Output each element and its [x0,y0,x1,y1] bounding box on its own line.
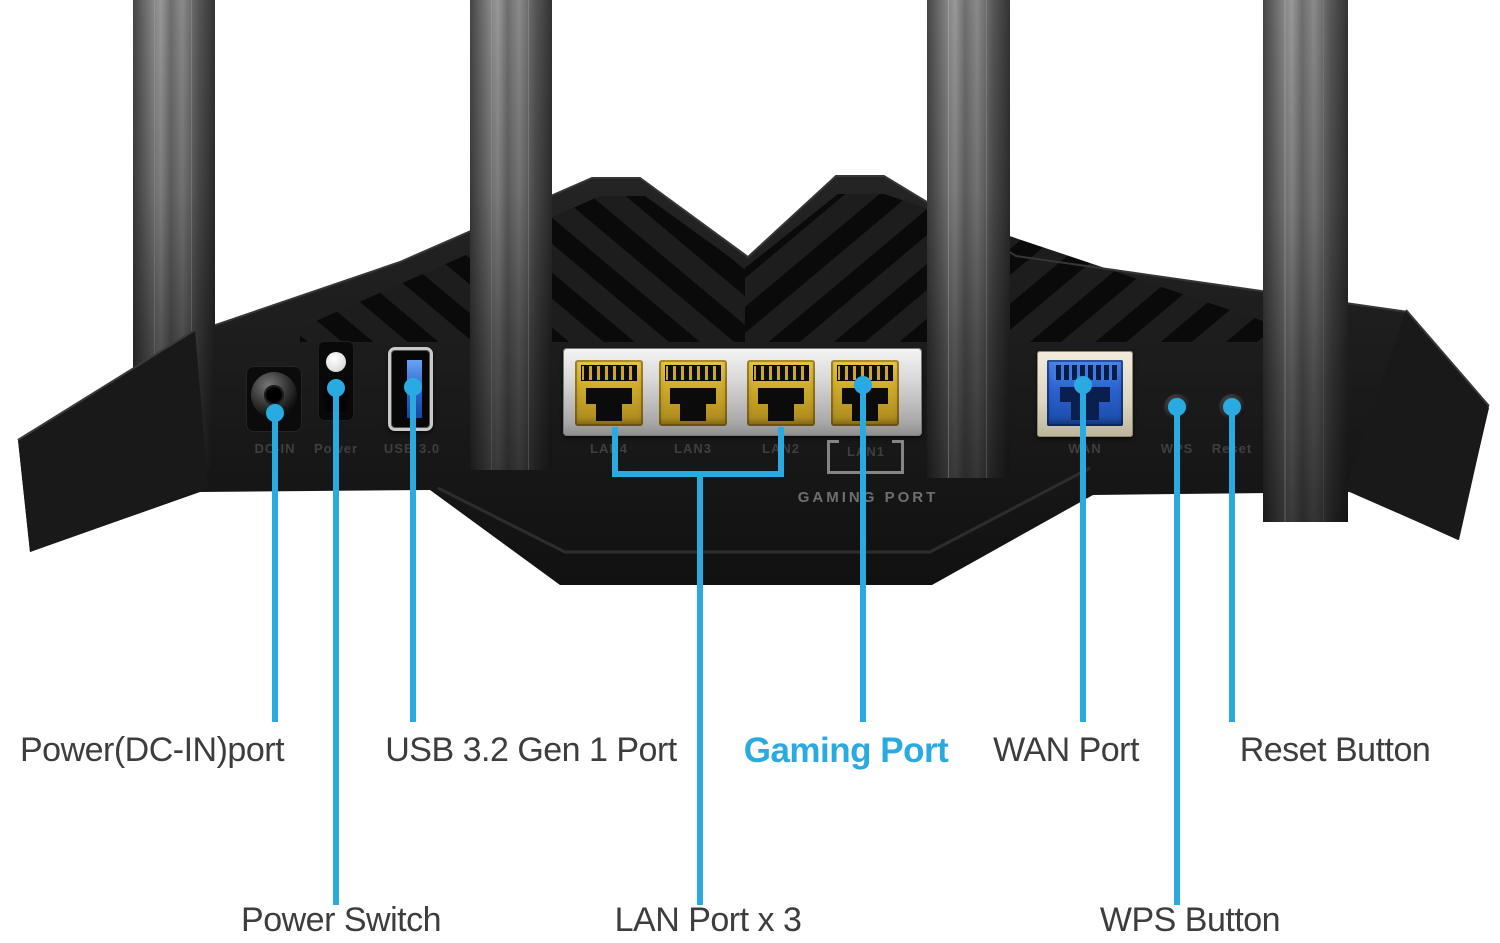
bottom-bevel [437,466,1091,554]
label-power-switch: Power Switch [241,901,441,939]
label-reset-button: Reset Button [1239,731,1431,769]
left-wing-edge [17,329,196,441]
left-wing [18,330,208,552]
callout-line-lan-main [697,471,703,905]
label-wps-button: WPS Button [1099,901,1281,939]
lan2-tab [768,402,794,421]
antenna-4 [1263,0,1348,522]
lan2-pins [753,365,809,381]
callout-line-wps [1174,405,1180,905]
gaming-port-bracket-stub-right [892,440,904,443]
lan-port-4 [575,360,643,426]
label-gaming-port: Gaming Port [743,731,949,770]
label-usb-port: USB 3.2 Gen 1 Port [385,731,677,769]
callout-line-lan2-stub [778,427,784,477]
lan3-tab [680,402,706,421]
antenna-3 [927,0,1010,478]
callout-line-power-switch [333,386,339,905]
label-wan-port: WAN Port [993,731,1139,769]
right-wing-edge [1405,309,1490,407]
lan1-pins [837,365,893,381]
lan-port-3 [659,360,727,426]
lan4-pins [581,365,637,381]
callout-line-reset [1229,405,1235,722]
lan4-opening [586,388,632,404]
lan4-tab [596,402,622,421]
vent-grille-right [745,194,1290,342]
antenna-2 [470,0,552,470]
callout-line-lan4-stub [612,427,618,477]
power-switch-button [326,352,346,372]
callout-line-wan [1080,383,1086,722]
label-lan-ports: LAN Port x 3 [614,901,802,939]
callout-line-dc-in [272,410,278,722]
gaming-port-bracket-stub-left [827,440,839,443]
right-wing [1345,310,1489,540]
wan-pins [1053,365,1117,380]
gaming-port-silk-text: GAMING PORT [797,489,939,506]
label-power-dc-in-port: Power(DC-IN)port [19,731,285,769]
lan-port-2 [747,360,815,426]
callout-line-gaming [860,383,866,722]
silk-lan3: LAN3 [674,441,712,456]
silk-lan4: LAN4 [590,441,628,456]
dc-in-jack-hole [264,385,284,405]
callout-line-usb [410,385,416,722]
lan3-opening [670,388,716,404]
lan2-opening [758,388,804,404]
lan3-pins [665,365,721,381]
